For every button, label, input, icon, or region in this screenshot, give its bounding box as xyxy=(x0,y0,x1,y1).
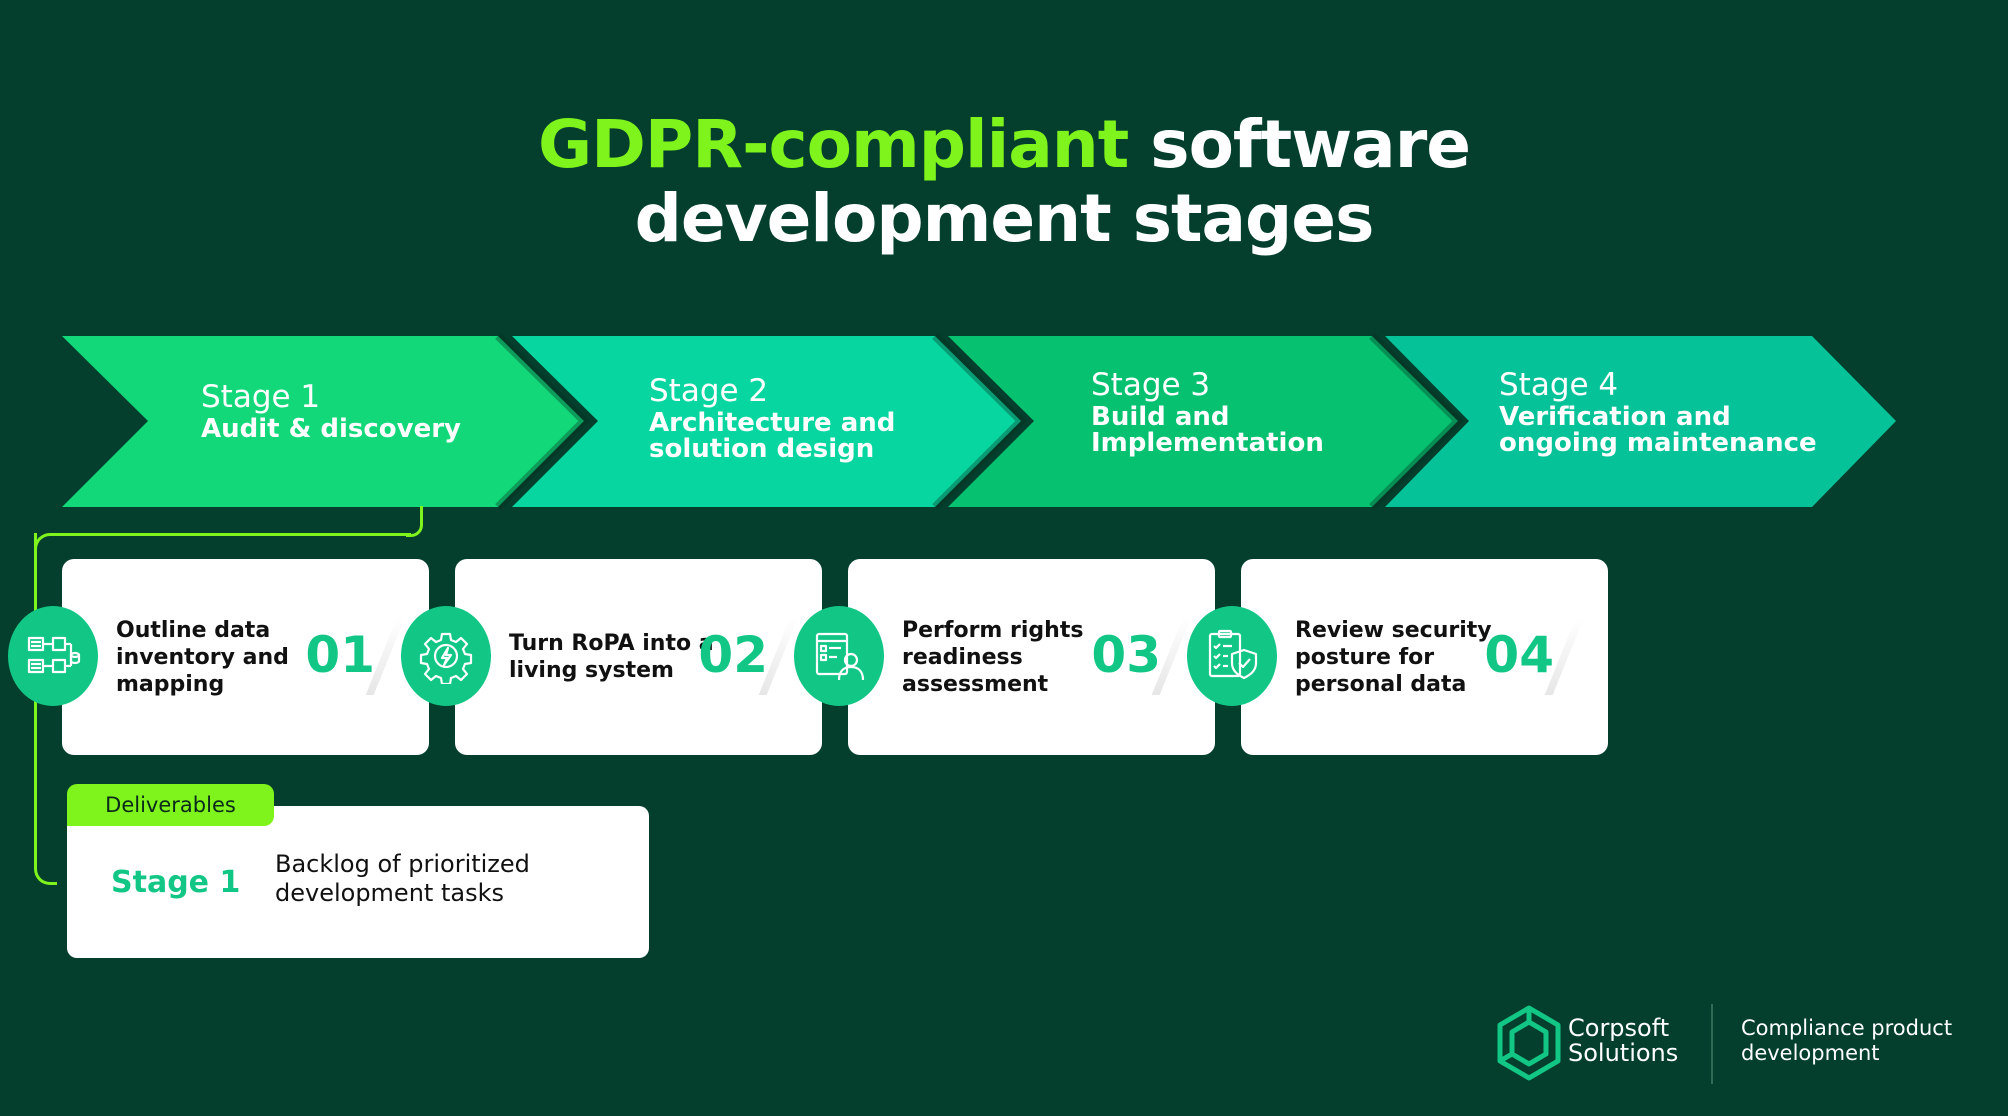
step-4-number: 04 xyxy=(1484,626,1554,684)
title-highlight: GDPR-compliant xyxy=(537,106,1129,183)
step-2-label: Turn RoPA into a living system xyxy=(509,631,714,683)
stage-2-name-line-1: Architecture and xyxy=(649,408,896,438)
stage-4-name-line-2: ongoing maintenance xyxy=(1499,428,1817,458)
title-rest: software xyxy=(1128,106,1471,183)
stage-3-name-line-2: Implementation xyxy=(1091,428,1324,458)
deliverables-stage: Stage 1 xyxy=(111,865,241,900)
chevron-stage-4 xyxy=(1385,336,1896,507)
stage-3-name-line-1: Build and xyxy=(1091,402,1230,432)
stage-1-number: Stage 1 xyxy=(201,379,321,415)
stage-4-heading: Stage 4 Verification and ongoing mainten… xyxy=(1499,366,1817,456)
chevron-stage-1 xyxy=(62,336,584,507)
step-card-3: Perform rights readiness assessment 03 xyxy=(848,559,1215,755)
stage-1-name: Audit & discovery xyxy=(201,414,461,444)
brand-name-line-2: Solutions xyxy=(1568,1039,1679,1067)
step-card-1: Outline data inventory and mapping 01 xyxy=(62,559,429,755)
brand-name-line-1: Corpsoft xyxy=(1568,1014,1670,1042)
brand-divider xyxy=(1711,1004,1713,1084)
deliverables-text: Backlog of prioritized development tasks xyxy=(275,850,530,907)
deliverables-tag: Deliverables xyxy=(67,784,274,826)
brand-tagline-line-2: development xyxy=(1741,1041,1880,1065)
brand-name: Corpsoft Solutions xyxy=(1568,1016,1678,1066)
user-checklist-icon xyxy=(794,606,884,706)
step-3-label: Perform rights readiness assessment xyxy=(902,617,1084,697)
chevron-stage-3 xyxy=(948,336,1458,507)
stage-3-heading: Stage 3 Build and Implementation xyxy=(1091,366,1324,456)
brand-tagline: Compliance product development xyxy=(1741,1016,1952,1066)
stage-2-heading: Stage 2 Architecture and solution design xyxy=(649,372,895,462)
connector-line xyxy=(406,506,423,537)
stage-2-name-line-2: solution design xyxy=(649,434,875,464)
step-card-2: Turn RoPA into a living system 02 xyxy=(455,559,822,755)
stage-4-number: Stage 4 xyxy=(1499,367,1619,403)
step-3-number: 03 xyxy=(1091,626,1161,684)
step-card-4: Review security posture for personal dat… xyxy=(1241,559,1608,755)
stage-4-name-line-1: Verification and xyxy=(1499,402,1731,432)
step-1-label: Outline data inventory and mapping xyxy=(116,617,289,697)
step-2-number: 02 xyxy=(698,626,768,684)
brand-tagline-line-1: Compliance product xyxy=(1741,1016,1953,1040)
stage-2-number: Stage 2 xyxy=(649,373,769,409)
data-mapping-icon xyxy=(8,606,98,706)
chevron-stage-2 xyxy=(512,336,1021,507)
corpsoft-logo xyxy=(1497,1005,1561,1081)
deliverables-card: Stage 1 Backlog of prioritized developme… xyxy=(67,806,649,958)
stage-1-heading: Stage 1 Audit & discovery xyxy=(201,378,461,442)
gear-lightning-icon xyxy=(401,606,491,706)
step-4-label: Review security posture for personal dat… xyxy=(1295,617,1492,697)
stage-3-number: Stage 3 xyxy=(1091,367,1211,403)
connector-line-left xyxy=(34,533,57,885)
shield-checklist-icon xyxy=(1187,606,1277,706)
page-title: GDPR-compliant software development stag… xyxy=(0,108,2008,256)
title-line-2: development stages xyxy=(634,180,1375,257)
step-1-number: 01 xyxy=(305,626,375,684)
